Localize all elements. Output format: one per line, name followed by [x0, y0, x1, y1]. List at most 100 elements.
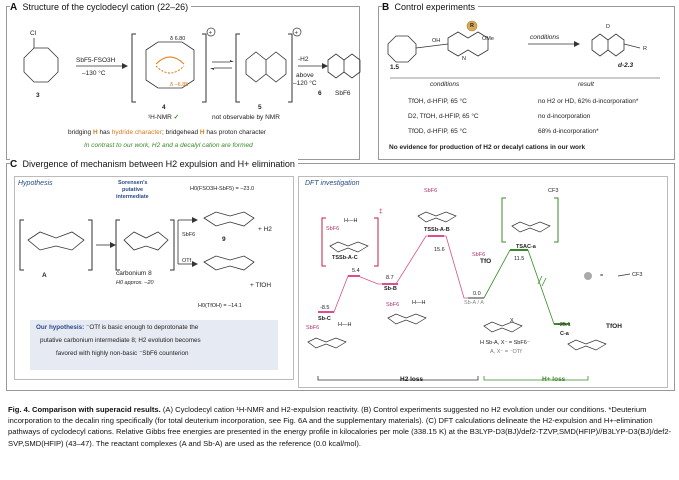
above-label: above [296, 72, 314, 79]
h-loss-label: H+ loss [542, 376, 566, 383]
panel-c-letter: C [10, 159, 20, 170]
ts-sbab-ring [417, 211, 457, 223]
energy-profile [307, 197, 631, 381]
our-hypothesis-line1: Our hypothesis: ⁻OTf is basic enough to … [36, 324, 199, 331]
panel-a-title: Structure of the cyclodecyl cation (22–2… [22, 2, 189, 12]
sorensen-line2: putative [122, 187, 144, 193]
product-ring [591, 33, 625, 57]
product-label: d-2.3 [618, 62, 634, 69]
product-9-ring [203, 211, 255, 227]
control-row-result: 68% d-incorporation* [538, 128, 599, 135]
sbc-label: Sb-C [318, 316, 331, 322]
plus-tfoh-label: + TfOH [250, 282, 272, 289]
minus-h2-label: -H2 [298, 56, 309, 63]
panel-a-line2: In contrast to our work, H2 and a decaly… [84, 142, 253, 149]
legend-a: A, X⁻ = ⁻OTf [490, 349, 522, 355]
hypothesis-box [14, 176, 294, 380]
hypothesis-scheme [19, 211, 255, 271]
ts-aca-cf3: CF3 [548, 188, 559, 194]
sorensen-line3: intermediate [116, 194, 149, 200]
sbb-label: Sb-B [384, 286, 397, 292]
sbc-sbf6: SbF6 [306, 325, 320, 331]
panel-b-header: B Control experiments [382, 2, 479, 13]
plus-h2-label: + H2 [258, 226, 272, 233]
e-aca: 11.5 [514, 256, 525, 262]
ts-aca-ring [511, 221, 551, 233]
carbonium-8-ring [123, 231, 169, 251]
panel-b-structures [387, 20, 660, 79]
cmpd-a-label: A [42, 272, 47, 279]
panel-b-letter: B [382, 2, 392, 13]
sbb-ring [387, 313, 427, 325]
panel-a-letter: A [10, 2, 20, 13]
our-hypothesis-box [30, 320, 278, 370]
cyclodecane-ring-3 [23, 47, 59, 83]
eq-label: = [600, 273, 604, 279]
e-sbac: 5.4 [352, 268, 360, 274]
sba-ring [483, 321, 523, 333]
chloride-label: Cl [30, 30, 37, 37]
carbonium-label: carbonium 8 [116, 270, 152, 277]
sbb-hh: H—H [412, 300, 426, 306]
panel-c [6, 163, 675, 391]
control-row-condition: D2, TfOH, d-HFIP, 65 °C [408, 113, 479, 120]
not-observable-label: not observable by NMR [212, 114, 280, 121]
decalyl-6-ring [327, 53, 361, 79]
h0-tfoh-label: H0(TfOH) = –14.1 [198, 303, 242, 309]
e-sbc: -8.5 [320, 305, 330, 311]
delta-1-label: δ 6.80 [170, 36, 186, 42]
col-result: result [578, 81, 594, 88]
ts-sbac-ring [329, 241, 369, 253]
our-hypothesis-line2: putative carbonium intermediate 8; H2 ev… [40, 337, 201, 344]
compound-1-5-label: 1.5 [390, 64, 400, 71]
cation-4-ring [145, 41, 195, 89]
sbf6-label-a: SbF6 [335, 90, 351, 97]
h0-sbf-label: H0(FSO3H-SbF5) = –23.0 [190, 186, 255, 192]
h2-loss-label: H2 loss [400, 376, 424, 383]
sba-label: Sb-A / A [464, 300, 484, 306]
ome-label: OMe [482, 36, 494, 42]
ts-aca-label: TSAC-a [516, 244, 536, 250]
panel-a-line1: bridging H has hydride character; bridge… [68, 129, 267, 136]
compound-5-label: 5 [258, 104, 262, 111]
panel-b-title: Control experiments [394, 2, 476, 12]
ts-sbac-label: TSSb-A-C [332, 255, 358, 261]
panel-c-title: Divergence of mechanism between H2 expul… [22, 159, 295, 169]
e-sbb: 8.7 [386, 275, 394, 281]
e-ca: -25.1 [558, 322, 571, 328]
sbc-hh: H—H [338, 322, 352, 328]
cation-a-ring [27, 231, 85, 251]
temp-label: –130 °C [82, 70, 106, 77]
svg-text:+: + [209, 31, 213, 37]
sbb-sbf6: SbF6 [386, 302, 400, 308]
x-label: X [510, 318, 514, 324]
r2-label: R [643, 46, 647, 52]
ts-sbab-label: TSSb-A-B [424, 227, 450, 233]
svg-text:+: + [295, 31, 299, 37]
ts-dagger: ‡ [379, 208, 383, 215]
ca-label: C-a [560, 331, 569, 337]
ts-sbab-sbf6: SbF6 [424, 188, 438, 194]
reagent-label: SbF5-FSO3H [76, 57, 116, 64]
compound-4-label: 4 [162, 104, 166, 111]
our-hypothesis-line3: favored with highly non-basic ⁻SbF6 coun… [56, 350, 189, 357]
oh-label: OH [432, 38, 441, 44]
sorensen-line1: Sorensen's [118, 180, 148, 186]
ca-ring [567, 339, 607, 351]
panel-c-header: C Divergence of mechanism between H2 exp… [10, 159, 298, 170]
substrate-ring [387, 35, 417, 63]
panel-b [378, 6, 675, 160]
panel-a-header: A Structure of the cyclodecyl cation (22… [10, 2, 192, 13]
control-row-result: no d-incorporation [538, 113, 591, 120]
above-temp-label: –120 °C [293, 80, 317, 87]
cmpd-9-label: 9 [222, 236, 226, 243]
legend-sb: H Sb-A, X⁻ = SbF6⁻ [480, 340, 530, 346]
legend-cf3: CF3 [632, 272, 643, 278]
compound-6-label: 6 [318, 90, 322, 97]
ts-sbac-hh: H—H [344, 218, 358, 224]
tfo-label: TfO [480, 258, 492, 265]
panel-a-structures: + + [23, 27, 361, 103]
control-row-condition: TfOD, d-HFIP, 65 °C [408, 128, 467, 135]
h0-approx-label: H0 approx. –20 [116, 280, 154, 286]
control-row-result: no H2 or HD, 62% d-incorporation* [538, 98, 639, 105]
